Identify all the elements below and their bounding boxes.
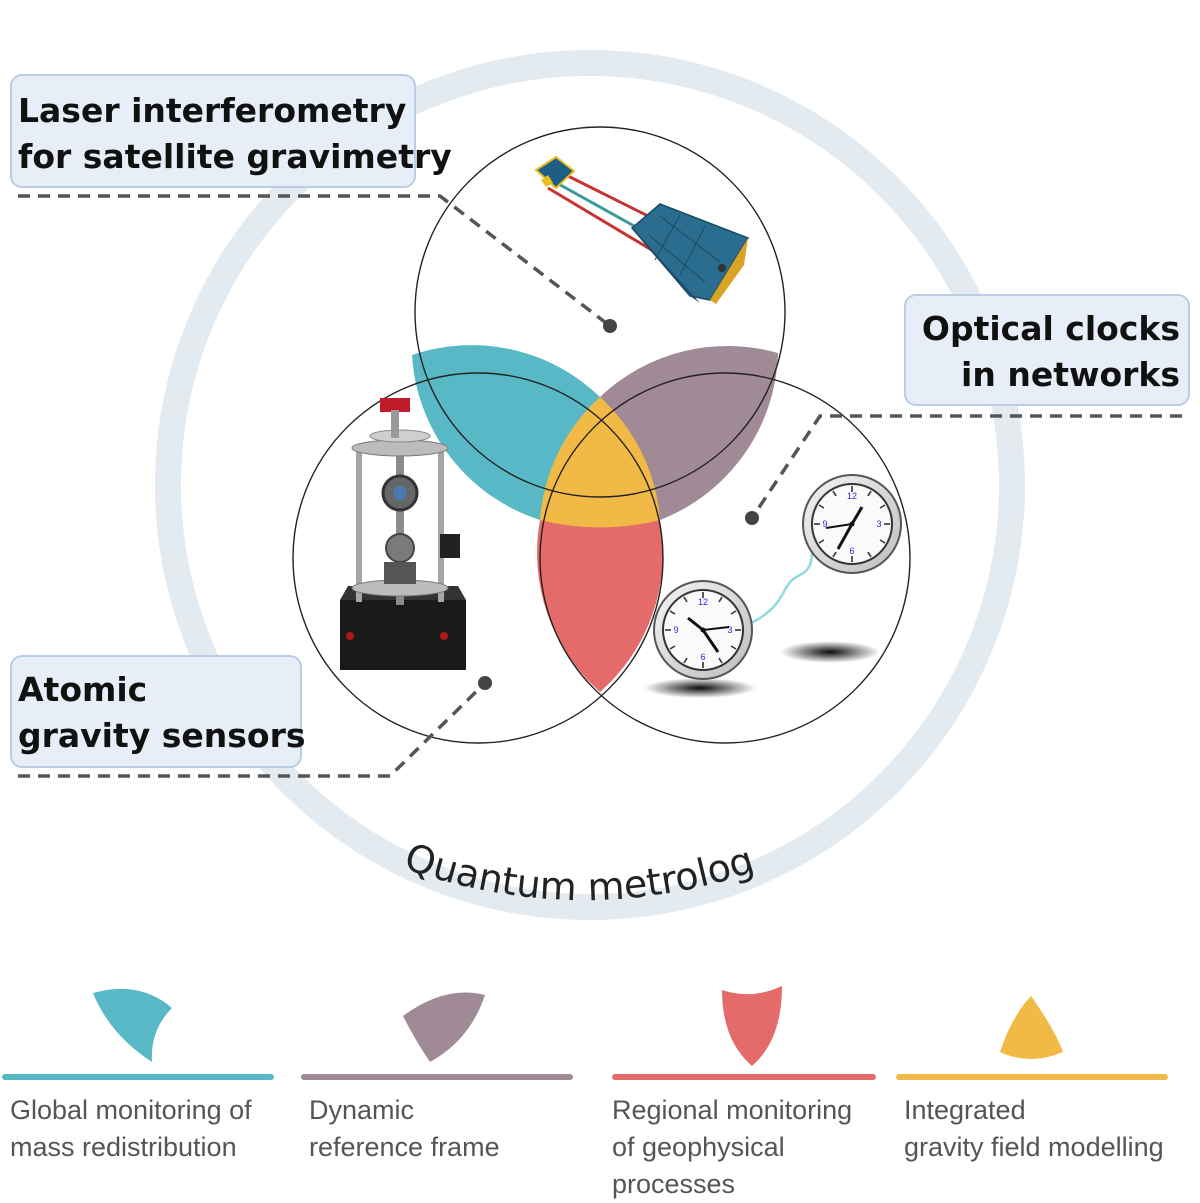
legend-red-icon [722,986,782,1066]
atomic-callout-line1: Atomic [18,670,148,709]
clock-numeral-3-bottom: 3 [727,625,732,635]
legend-label-line: processes [612,1169,736,1199]
atomic-sensor-circle [292,372,664,744]
clock-numeral-9-top: 9 [822,519,827,529]
legend-label: Regional monitoring of geophysical proce… [612,1092,876,1203]
clock-numeral-6-bottom: 6 [700,652,705,662]
atomic-gravity-sensors-callout: Atomic gravity sensors [10,655,306,768]
legend-label-line: reference frame [309,1132,500,1162]
legend-label-line: Regional monitoring [612,1095,853,1125]
quantum-metrology-ring [155,50,1025,920]
clock-numeral-9-bottom: 9 [673,625,678,635]
clock-numeral-12-top: 12 [847,491,857,501]
legend-yellow-icon [1000,996,1063,1059]
clock-numeral-6-top: 6 [849,546,854,556]
laser-leader-line [18,194,612,328]
legend-label-line: Dynamic [309,1095,415,1125]
optical-clocks-callout: Optical clocks in networks [904,294,1190,406]
laser-interferometry-callout: Laser interferometry for satellite gravi… [10,74,452,188]
atomic-gravimeter-icon [340,398,466,670]
laser-callout-line1: Laser interferometry [18,91,407,130]
legend-label-line: Global monitoring of [10,1095,252,1125]
laser-leader-dot [603,319,617,333]
laser-callout-line2: for satellite gravimetry [18,137,452,176]
legend-bar-teal [2,1074,274,1080]
satellite-icon [534,155,750,304]
atomic-callout-line2: gravity sensors [18,716,306,755]
legend-label: Global monitoring of mass redistribution [2,1092,274,1166]
legend-item-global-monitoring: Global monitoring of mass redistribution [2,1074,274,1166]
satellite-circle [414,126,786,498]
legend-teal-icon [93,988,172,1062]
legend-mauve-icon [403,992,485,1062]
optical-clocks-circle [539,372,911,744]
legend-bar-yellow [896,1074,1168,1080]
clocks-callout-line2: in networks [961,355,1180,394]
legend-item-regional-monitoring: Regional monitoring of geophysical proce… [612,1074,876,1203]
legend-label-line: Integrated [904,1095,1026,1125]
legend-label: Dynamic reference frame [301,1092,573,1166]
legend-label-line: mass redistribution [10,1132,237,1162]
legend-label-line: gravity field modelling [904,1132,1164,1162]
legend-bar-red [612,1074,876,1080]
clocks-leader-dot [745,511,759,525]
clock-icon: 12 3 6 9 12 3 6 9 [644,474,902,698]
atomic-leader-dot [478,676,492,690]
clock-numeral-3-top: 3 [876,519,881,529]
legend-bar-mauve [301,1074,573,1080]
legend-item-integrated-modelling: Integrated gravity field modelling [896,1074,1168,1166]
legend-label-line: of geophysical [612,1132,785,1162]
clocks-leader-line [750,414,1182,519]
clocks-callout-line1: Optical clocks [921,309,1180,348]
regional-monitoring-region [537,520,663,692]
clock-numeral-12-bottom: 12 [698,597,708,607]
legend-item-dynamic-reference: Dynamic reference frame [301,1074,573,1166]
atomic-leader-line [18,681,487,778]
legend-label: Integrated gravity field modelling [896,1092,1168,1166]
